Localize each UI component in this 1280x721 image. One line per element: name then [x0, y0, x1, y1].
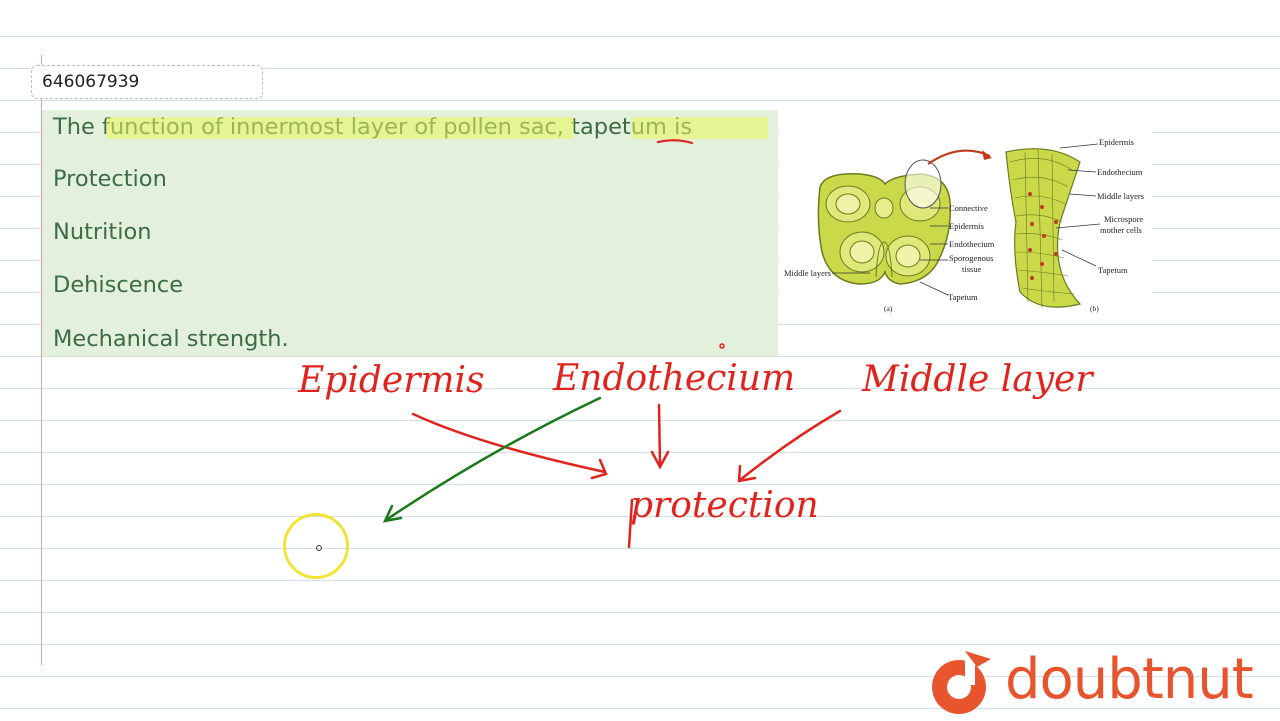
handwritten-protection: protection — [630, 485, 819, 526]
cursor-dot — [316, 545, 322, 551]
doubtnut-logo-icon — [932, 651, 991, 714]
label-tapetum-a: Tapetum — [948, 292, 978, 302]
label-endothecium-a: Endothecium — [949, 239, 995, 249]
question-id: 646067939 — [42, 72, 140, 92]
label-a: (a) — [884, 304, 893, 313]
label-epidermis-a: Epidermis — [949, 221, 984, 231]
handwritten-endothecium: Endothecium — [552, 358, 795, 399]
option-2[interactable]: Nutrition — [53, 219, 152, 245]
arrow-middle-protection — [738, 409, 842, 482]
question-id-box: 646067939 — [31, 65, 263, 99]
label-mother-cells: mother cells — [1100, 225, 1142, 235]
label-microspore: Microspore — [1104, 214, 1143, 224]
highlight-overlay — [632, 117, 768, 139]
label-sporogenous: Sporogenous — [949, 253, 993, 263]
doubtnut-logo: doubtnut — [925, 645, 1270, 715]
label-b: (b) — [1090, 304, 1099, 313]
cursor-highlight-ring — [283, 513, 349, 579]
margin-line — [41, 55, 42, 665]
anther-cross-section — [817, 159, 952, 285]
underline-mark — [656, 139, 694, 145]
handwritten-epidermis: Epidermis — [297, 360, 485, 401]
anther-diagram: Connective Epidermis Endothecium Sporoge… — [780, 132, 1152, 316]
label-middle-layers-b: Middle layers — [1097, 191, 1144, 201]
doubtnut-wordmark: doubtnut — [1005, 647, 1254, 712]
highlight-overlay — [106, 117, 574, 139]
label-tapetum-b: Tapetum — [1098, 265, 1128, 275]
arrow-epidermis-protection — [411, 412, 607, 474]
label-connective: Connective — [949, 203, 988, 213]
label-epidermis-b: Epidermis — [1099, 137, 1134, 147]
label-middle-layers-a: Middle layers — [784, 268, 831, 278]
option-4[interactable]: Mechanical strength. — [53, 326, 289, 352]
green-arrow — [384, 396, 602, 522]
label-tissue: tissue — [962, 264, 982, 274]
option-1[interactable]: Protection — [53, 166, 167, 192]
arrow-endothecium-protection — [657, 403, 662, 468]
handwritten-middle-layer: Middle layer — [861, 359, 1094, 400]
option-3[interactable]: Dehiscence — [53, 272, 184, 298]
wall-section — [1005, 148, 1082, 309]
label-endothecium-b: Endothecium — [1097, 167, 1143, 177]
